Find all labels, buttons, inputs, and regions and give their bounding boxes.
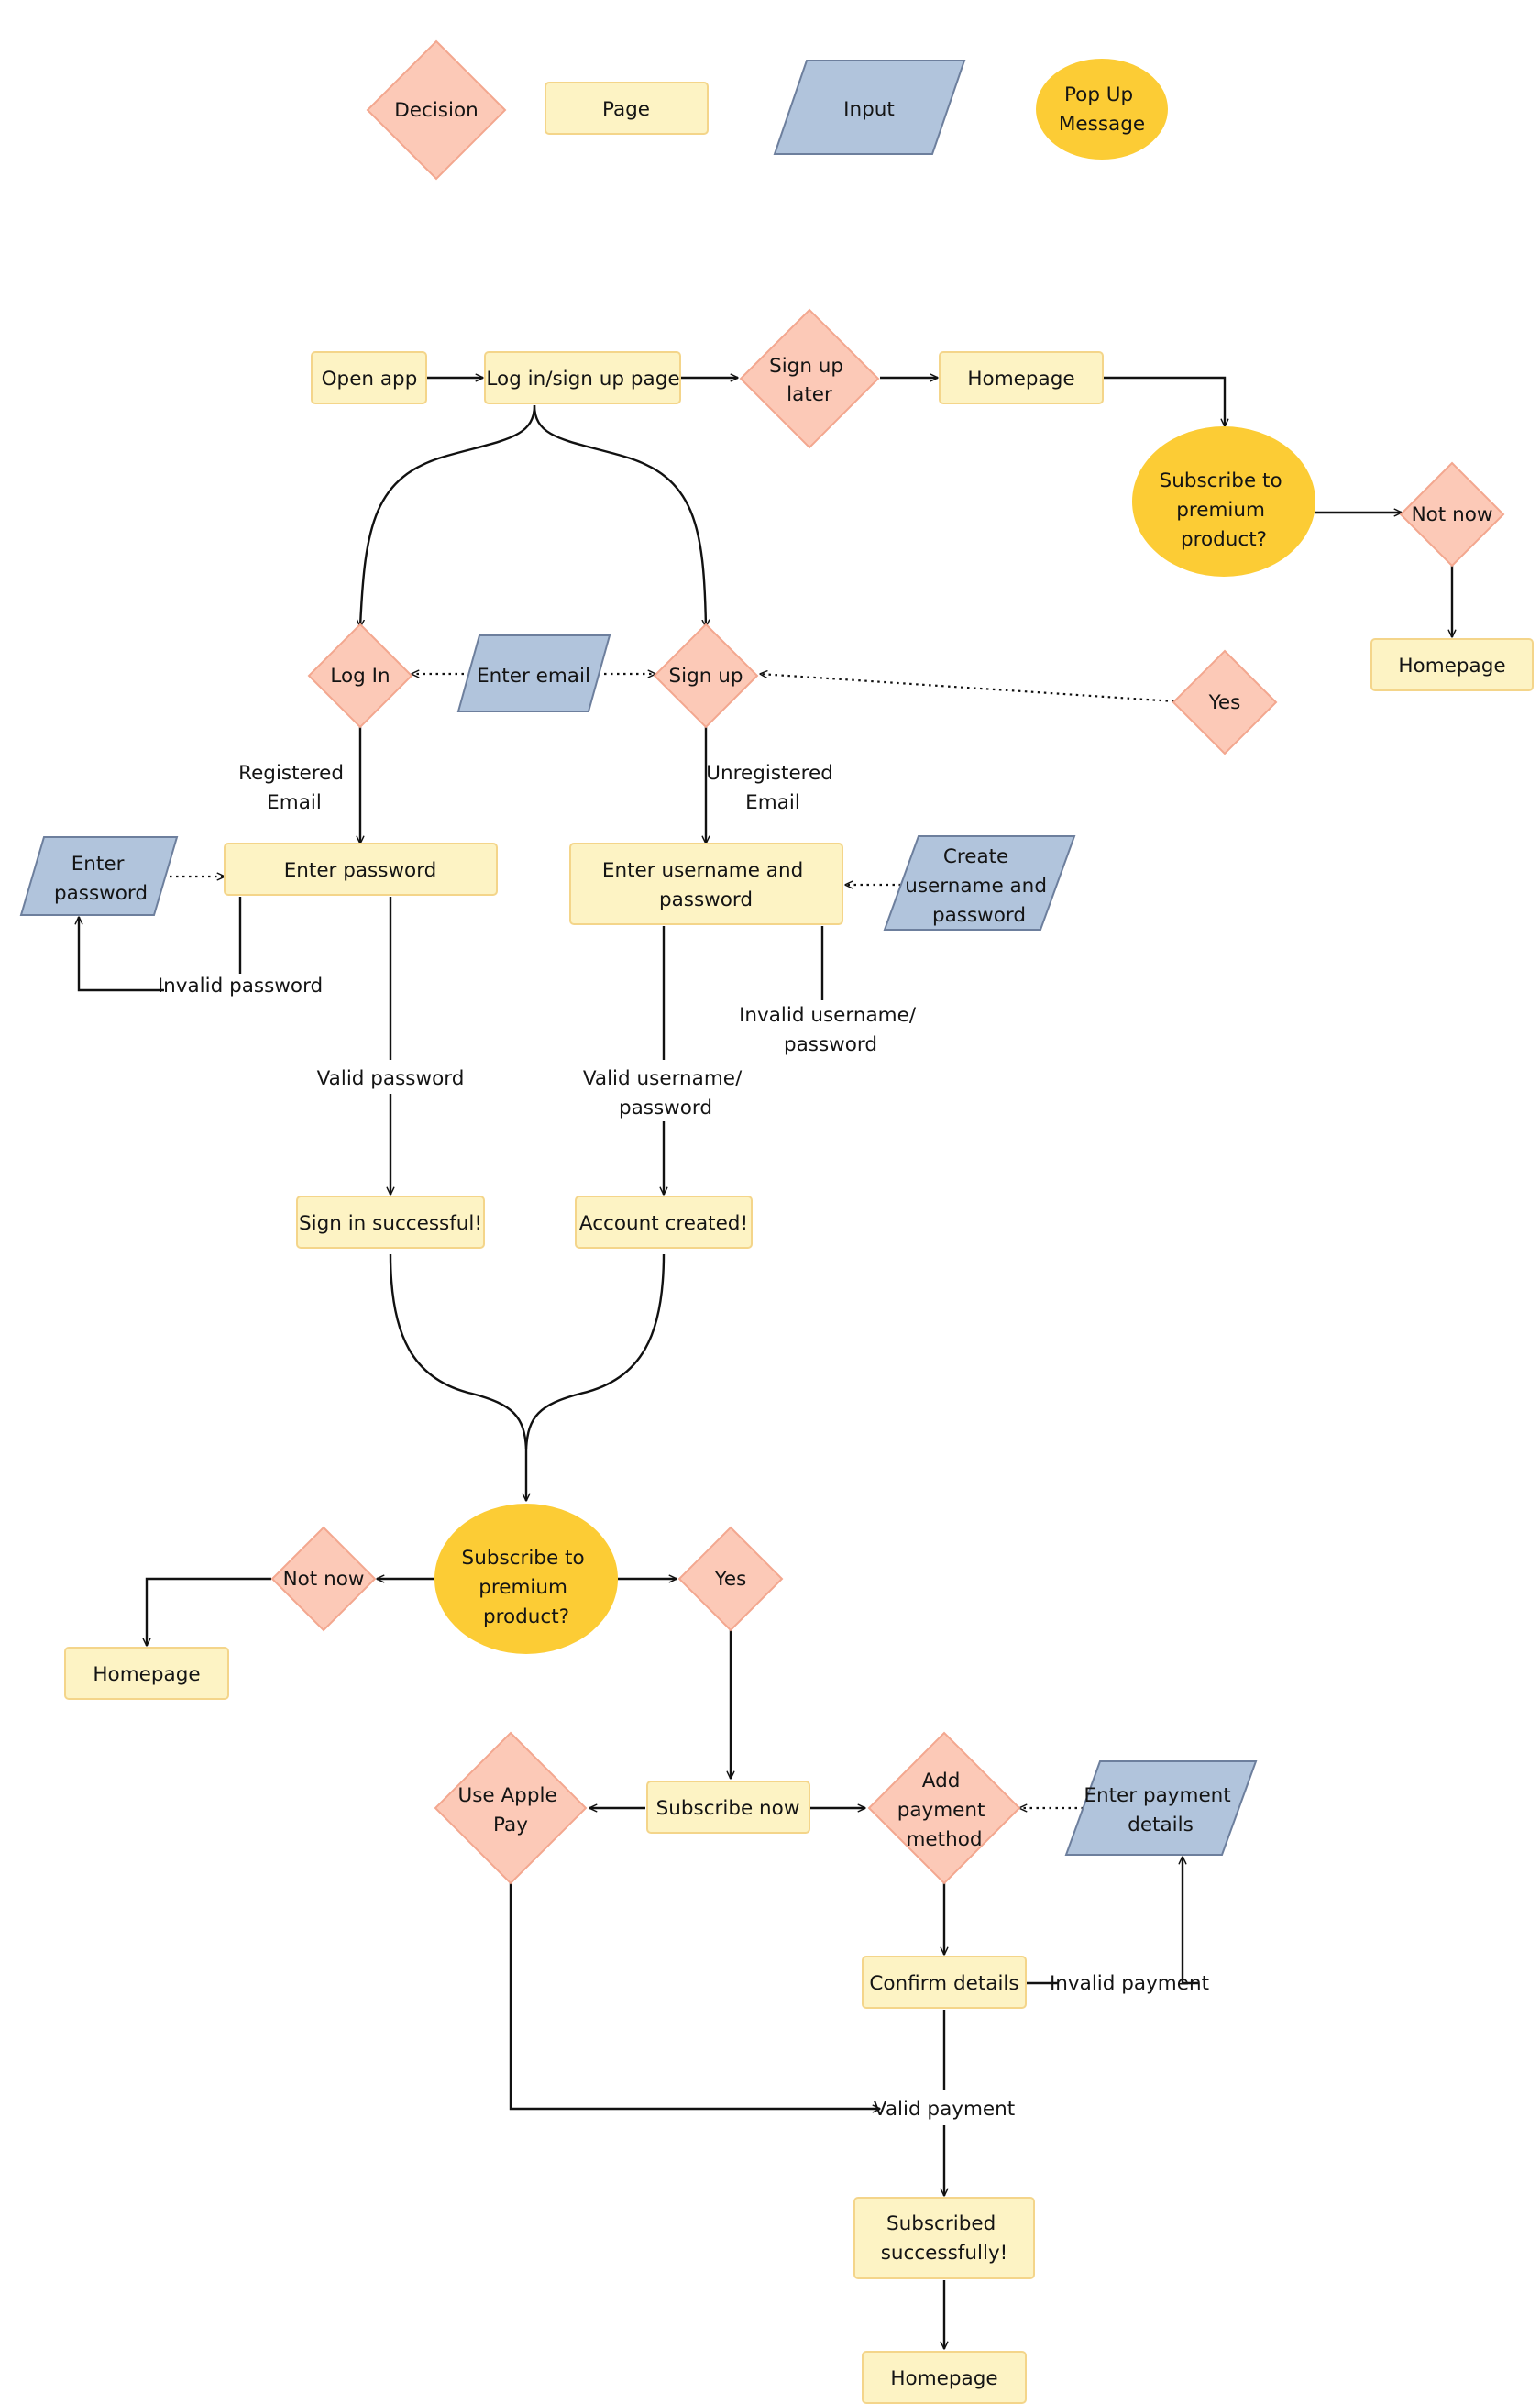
node-subscribe-now: Subscribe now [646,1781,810,1834]
svg-text:Enter payment details: Enter payment details [1084,1784,1237,1836]
edge-yes-to-sign-up [760,674,1175,703]
legend-decision-label: Decision [394,99,478,122]
svg-text:Enter email: Enter email [477,665,590,688]
node-create-username-password: Create username and password [883,835,1076,931]
edge-not-now-to-homepage-left [147,1577,271,1646]
node-yes-mid: Yes [677,1526,784,1632]
edge-login-page-to-sign-up [533,404,706,627]
svg-text:Enter password: Enter password [54,853,148,905]
svg-text:Add payment me: Add payment method [897,1770,992,1851]
label-registered-email: Registered Email [238,762,350,814]
node-confirm-details: Confirm details [862,1956,1027,2009]
legend-popup: Pop Up Message [1036,59,1168,160]
svg-text:Yes: Yes [1208,691,1241,714]
legend-input: Input [773,60,966,155]
svg-text:Subscribe to premium: Subscribe to premium product? [462,1547,591,1628]
svg-text:Use Apple Pay: Use Apple Pay [457,1784,563,1836]
node-homepage-bottom: Homepage [862,2351,1027,2404]
node-account-created: Account created! [575,1196,753,1249]
legend-popup-shape [1036,59,1168,160]
label-unregistered-email: Unregistered Email [706,762,840,814]
node-sign-in-successful: Sign in successful! [296,1196,485,1249]
svg-text:Homepage: Homepage [93,1663,200,1686]
node-not-now-top: Not now [1399,461,1505,568]
svg-text:Sign up later: Sign up later [769,355,850,406]
node-yes-right: Yes [1172,649,1278,755]
svg-text:Confirm details: Confirm details [869,1972,1018,1995]
svg-text:Log In: Log In [330,665,390,688]
svg-text:Open app: Open app [322,368,418,391]
node-subscribe-premium-top: Subscribe to premium product? [1132,426,1315,577]
svg-text:Not now: Not now [1412,503,1493,526]
legend-decision-shape [366,39,507,181]
svg-text:Enter username and pas: Enter username and password [602,859,809,911]
legend-popup-label: Pop Up Message [1059,83,1145,136]
label-valid-password: Valid password [317,1067,465,1090]
edge-login-page-to-log-in [360,404,536,627]
svg-text:Sign up: Sign up [668,665,742,688]
label-invalid-password: Invalid password [158,975,323,998]
legend-decision: Decision [366,39,507,181]
node-enter-username-password: Enter username and password [569,843,843,925]
legend: Decision Page Input Pop Up Message [366,39,1168,181]
node-open-app: Open app [311,351,427,404]
svg-text:Create username and: Create username and password [905,845,1053,927]
nodes: Open app Log in/sign up page Sign up lat… [19,308,1534,2404]
node-enter-password-input: Enter password [19,836,179,916]
svg-text:Subscribe to premium: Subscribe to premium product? [1160,469,1289,551]
legend-input-label: Input [843,98,895,121]
node-homepage-right: Homepage [1370,638,1534,691]
edge-apple-pay-to-valid-payment [509,1883,880,2109]
node-enter-password-page: Enter password [224,843,498,896]
label-invalid-username-password: Invalid username/ password [739,1004,922,1056]
node-log-in: Log In [307,623,413,729]
node-sign-up: Sign up [653,623,759,729]
legend-page-label: Page [602,98,650,121]
label-valid-username-password: Valid username/ password [583,1067,748,1119]
node-homepage-top: Homepage [939,351,1104,404]
label-invalid-payment: Invalid payment [1050,1972,1209,1995]
svg-text:Homepage: Homepage [890,2367,997,2390]
legend-input-shape [773,60,966,155]
edge-invalid-password-return [79,917,164,992]
edge-account-created-to-subscribe-mid [524,1253,666,1450]
node-login-signup-page: Log in/sign up page [484,351,681,404]
svg-text:Subscribed successfull: Subscribed successfully! [881,2212,1008,2265]
node-use-apple-pay: Use Apple Pay [434,1731,588,1885]
edges [79,378,1452,2349]
node-subscribe-premium-mid: Subscribe to premium product? [434,1504,618,1654]
node-homepage-left: Homepage [64,1647,229,1700]
node-enter-payment-details: Enter payment details [1064,1760,1258,1856]
svg-text:Homepage: Homepage [967,368,1074,391]
edge-labels: Registered Email Unregistered Email Inva… [158,762,1209,2121]
svg-text:Log in/sign up page: Log in/sign up page [486,368,679,391]
node-subscribed-successfully: Subscribed successfully! [853,2197,1035,2279]
svg-text:Not now: Not now [283,1568,365,1591]
legend-page-shape [544,82,709,135]
edge-invalid-payment-to-enter-payment [1182,1857,1199,1985]
label-valid-payment: Valid payment [874,2098,1015,2121]
legend-page: Page [544,82,709,135]
node-enter-email: Enter email [456,634,611,712]
edge-homepage-to-subscribe-top [1103,376,1225,426]
svg-text:Yes: Yes [714,1568,747,1591]
node-not-now-mid: Not now [270,1526,377,1632]
svg-text:Sign in successful!: Sign in successful! [299,1212,482,1235]
svg-text:Enter password: Enter password [284,859,437,882]
svg-text:Subscribe now: Subscribe now [656,1797,800,1820]
svg-text:Account created!: Account created! [579,1212,748,1235]
svg-text:Homepage: Homepage [1398,655,1505,678]
edge-sign-in-to-subscribe-mid [389,1253,526,1501]
node-add-payment-method: Add payment method [867,1731,1021,1885]
node-sign-up-later: Sign up later [739,308,880,449]
